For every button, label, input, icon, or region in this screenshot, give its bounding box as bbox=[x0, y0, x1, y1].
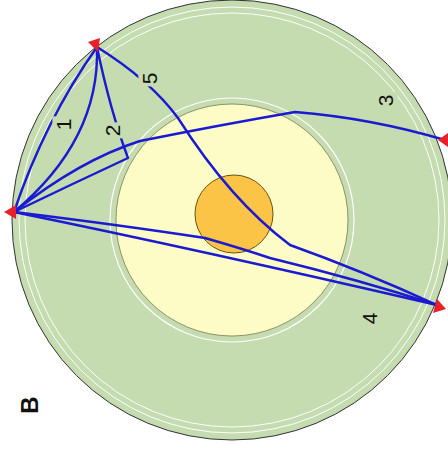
ray-path bbox=[14, 212, 437, 305]
callout-number: 4 bbox=[359, 310, 382, 326]
station-triangle bbox=[4, 205, 16, 219]
stations bbox=[4, 38, 448, 313]
callout-number: 3 bbox=[375, 92, 398, 108]
ray-path bbox=[14, 212, 437, 305]
panel-letter: B bbox=[17, 394, 43, 415]
ray-paths bbox=[14, 47, 445, 305]
inner-core bbox=[195, 175, 273, 253]
ray-path bbox=[14, 47, 97, 212]
layer-boundary bbox=[25, 13, 439, 427]
station-triangle bbox=[433, 299, 446, 313]
callout-number: 2 bbox=[102, 122, 125, 138]
layer-boundary bbox=[110, 98, 354, 342]
station-triangle bbox=[438, 133, 448, 147]
ray-path bbox=[14, 112, 445, 212]
ray-path bbox=[14, 47, 128, 212]
ray-path bbox=[14, 47, 97, 212]
mantle bbox=[12, 0, 448, 440]
callout-number: 1 bbox=[53, 116, 76, 132]
station-triangle bbox=[88, 38, 100, 52]
callout-number: 5 bbox=[139, 70, 162, 86]
